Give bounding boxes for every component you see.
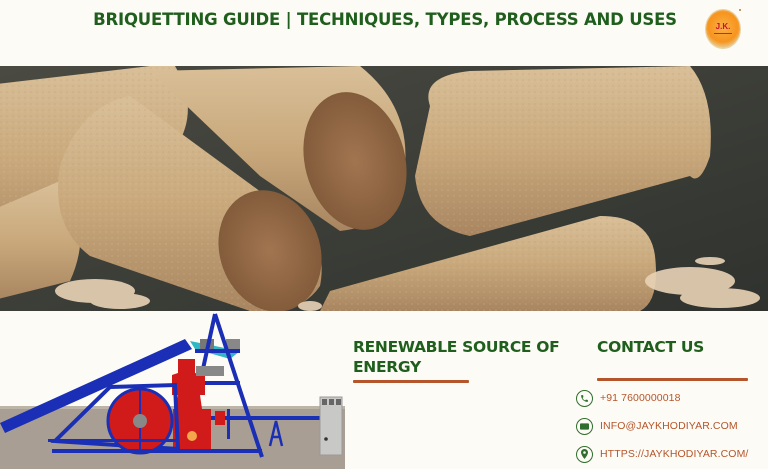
renewable-divider — [353, 380, 469, 383]
logo-registered-mark — [739, 9, 741, 11]
location-pin-icon — [576, 445, 593, 463]
contact-email[interactable]: INFO@JAYKHODIYAR.COM — [576, 416, 738, 436]
briquettes-photo — [0, 66, 768, 311]
contact-divider — [597, 378, 748, 381]
renewable-energy-heading: RENEWABLE SOURCE OF ENERGY — [353, 338, 560, 376]
contact-us-heading: CONTACT US — [597, 338, 704, 356]
website-url: HTTPS://JAYKHODIYAR.COM/ — [600, 448, 749, 460]
logo-underline — [714, 33, 732, 34]
logo-text: J.K. — [715, 22, 731, 31]
header: BRIQUETTING GUIDE | TECHNIQUES, TYPES, P… — [0, 0, 768, 66]
company-logo[interactable]: J.K. — [706, 10, 740, 48]
contact-website[interactable]: HTTPS://JAYKHODIYAR.COM/ — [576, 444, 748, 464]
page-title: BRIQUETTING GUIDE | TECHNIQUES, TYPES, P… — [93, 10, 677, 29]
email-address: INFO@JAYKHODIYAR.COM — [600, 420, 738, 432]
phone-number: +91 7600000018 — [600, 392, 681, 404]
phone-icon — [576, 389, 593, 407]
contact-phone[interactable]: +91 7600000018 — [576, 388, 681, 408]
briquetting-machine-illustration — [0, 311, 345, 469]
email-icon — [576, 417, 593, 435]
